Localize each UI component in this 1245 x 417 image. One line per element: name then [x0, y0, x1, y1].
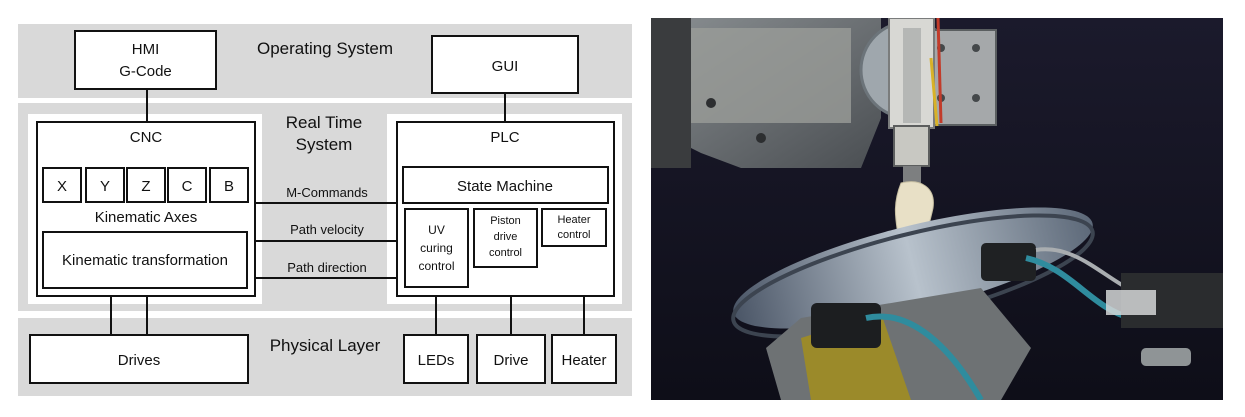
heater-control-box	[541, 208, 607, 247]
real-time-title-line1: Real Time	[286, 113, 363, 132]
real-time-title-line2: System	[296, 135, 353, 154]
black-connector-right	[981, 243, 1036, 281]
heater-label: Heater	[561, 352, 606, 369]
system-architecture-diagram: HMI G-Code Operating System GUI Real Tim…	[18, 24, 632, 396]
piston-drive-label: drive	[494, 231, 518, 243]
gui-label: GUI	[492, 58, 519, 75]
axis-x-label: X	[57, 178, 67, 195]
printer-photo	[651, 18, 1223, 400]
gui-box	[431, 35, 579, 94]
housing-bolt	[706, 98, 716, 108]
cable-connector-block	[1106, 290, 1156, 315]
uv-control-label: control	[418, 259, 454, 273]
axis-b-box	[209, 167, 249, 203]
drive-box	[476, 334, 546, 384]
piston-drive-control-box	[473, 208, 538, 268]
state-machine-box	[402, 166, 609, 204]
hmi-box	[74, 30, 217, 90]
operating-system-title: Operating System	[257, 39, 393, 58]
curing-label: curing	[420, 241, 453, 255]
housing-shadow	[651, 18, 691, 168]
gcode-label: G-Code	[119, 63, 172, 80]
uv-label: UV	[428, 223, 445, 237]
mount-bolt	[972, 44, 980, 52]
leds-box	[403, 334, 469, 384]
plc-label: PLC	[490, 129, 519, 146]
black-connector-left	[811, 303, 881, 348]
housing-panel	[686, 28, 851, 123]
axis-b-label: B	[224, 178, 234, 195]
teal-cable	[865, 313, 984, 400]
axis-y-label: Y	[100, 178, 110, 195]
hmi-label: HMI	[132, 41, 160, 58]
housing-bolt	[756, 133, 766, 143]
mount-bolt	[972, 94, 980, 102]
axis-c-box	[167, 167, 207, 203]
cable-yellow	[929, 57, 939, 127]
cable-red	[936, 18, 943, 124]
piston-label: Piston	[490, 215, 521, 227]
axis-z-label: Z	[141, 178, 150, 195]
piston-control-label: control	[489, 247, 522, 259]
path-velocity-label: Path velocity	[290, 222, 364, 237]
leds-label: LEDs	[418, 352, 455, 369]
axis-z-box	[126, 167, 166, 203]
head-rail	[903, 28, 921, 123]
nozzle-tip	[903, 166, 921, 184]
heater-control-label1: Heater	[557, 214, 590, 226]
path-direction-label: Path direction	[287, 260, 367, 275]
state-machine-label: State Machine	[457, 178, 553, 195]
drives-label: Drives	[118, 352, 161, 369]
axis-y-box	[85, 167, 125, 203]
kinematic-transformation-label: Kinematic transformation	[62, 252, 228, 269]
physical-layer-title: Physical Layer	[270, 336, 381, 355]
nozzle-block	[893, 125, 930, 167]
uv-curing-control-box	[404, 208, 469, 288]
drives-box	[29, 334, 249, 384]
heater-control-label2: control	[557, 229, 590, 241]
drive-label: Drive	[493, 352, 528, 369]
build-plate	[733, 207, 1093, 329]
heater-box	[551, 334, 617, 384]
kinematic-transformation-box	[42, 231, 248, 289]
cnc-label: CNC	[130, 129, 163, 146]
axis-c-label: C	[182, 178, 193, 195]
axis-x-box	[42, 167, 82, 203]
kinematic-axes-label: Kinematic Axes	[95, 209, 198, 226]
m-commands-label: M-Commands	[286, 185, 368, 200]
silver-fitting	[1141, 348, 1191, 366]
